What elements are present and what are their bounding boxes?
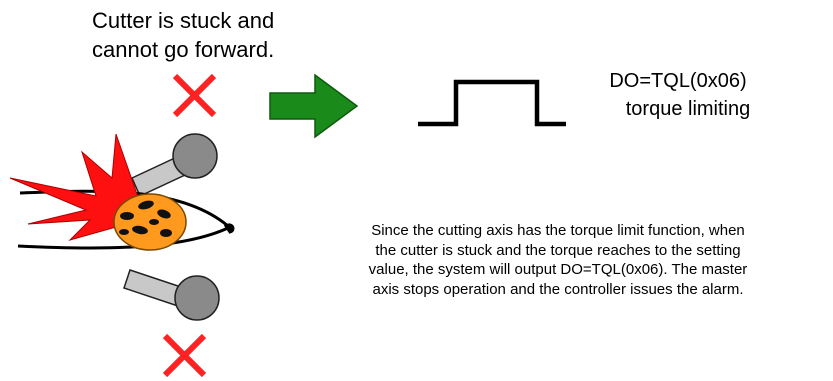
torque-limit-signal-waveform <box>418 79 566 127</box>
explanation-line-2: the cutter is stuck and the torque reach… <box>375 241 741 259</box>
explanation-line-3: value, the system will output DO=TQL(0x0… <box>368 261 748 278</box>
signal-label-line-1: DO=TQL(0x06) <box>609 70 747 92</box>
upper-cutter-icon <box>131 133 218 198</box>
orange-blob-icon <box>113 193 187 251</box>
green-right-arrow-icon <box>269 73 359 139</box>
signal-label-line-2: torque limiting <box>625 98 751 120</box>
caption: Cutter is stuck and cannot go forward. <box>92 6 274 64</box>
caption-line-2: cannot go forward. <box>92 37 275 62</box>
lower-cutter-icon <box>123 269 220 321</box>
explanation-line-4: axis stops operation and the controller … <box>372 280 744 298</box>
explanation-text: Since the cutting axis has the torque li… <box>284 221 832 299</box>
bottom-red-x-icon <box>162 333 207 378</box>
top-red-x-icon <box>172 73 217 118</box>
explanation-line-1: Since the cutting axis has the torque li… <box>371 222 745 239</box>
red-burst-icon <box>9 133 139 241</box>
signal-label: DO=TQL(0x06) torque limiting <box>578 67 778 123</box>
caption-line-1: Cutter is stuck and <box>92 8 275 33</box>
